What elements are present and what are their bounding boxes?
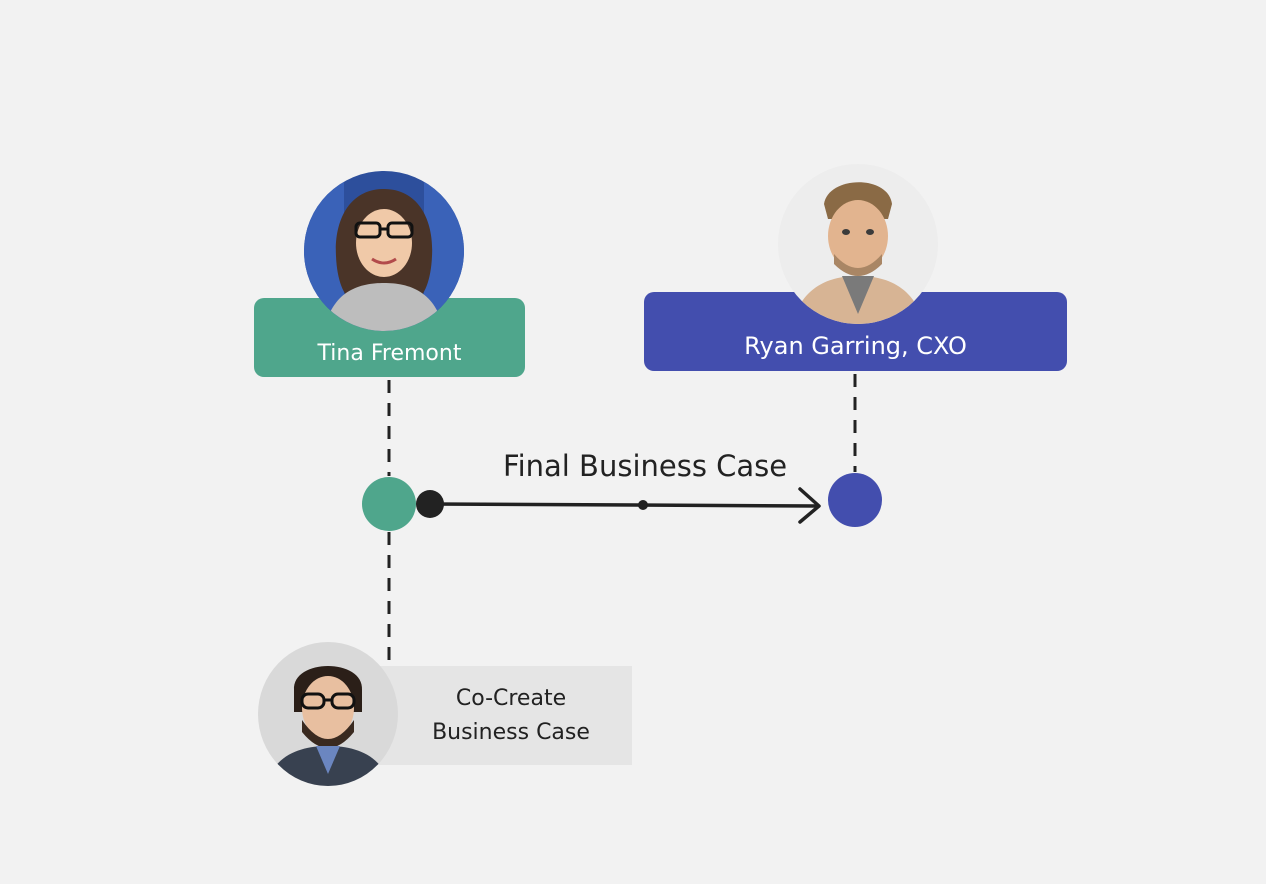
connector-arrowhead [798, 487, 821, 524]
task-label: Co-Create Business Case [408, 682, 590, 750]
ryan-node[interactable] [828, 473, 882, 527]
tina-node[interactable] [362, 477, 416, 531]
flow-label[interactable]: Final Business Case [503, 449, 788, 483]
connector-midpoint-handle[interactable] [638, 500, 648, 510]
task-label-line2: Business Case [432, 719, 590, 745]
person-name: Tina Fremont [317, 341, 462, 366]
tina-avatar [304, 171, 464, 331]
ryan-avatar [778, 164, 938, 324]
person-card-ryan[interactable]: Ryan Garring, CXO [644, 292, 1067, 371]
flow-connector[interactable] [429, 502, 819, 508]
connector-start-handle[interactable] [416, 490, 444, 518]
task-box[interactable]: Co-Create Business Case [366, 666, 632, 765]
task-owner-avatar [258, 642, 398, 786]
person-name: Ryan Garring, CXO [744, 332, 967, 360]
task-label-line1: Co-Create [455, 685, 567, 711]
